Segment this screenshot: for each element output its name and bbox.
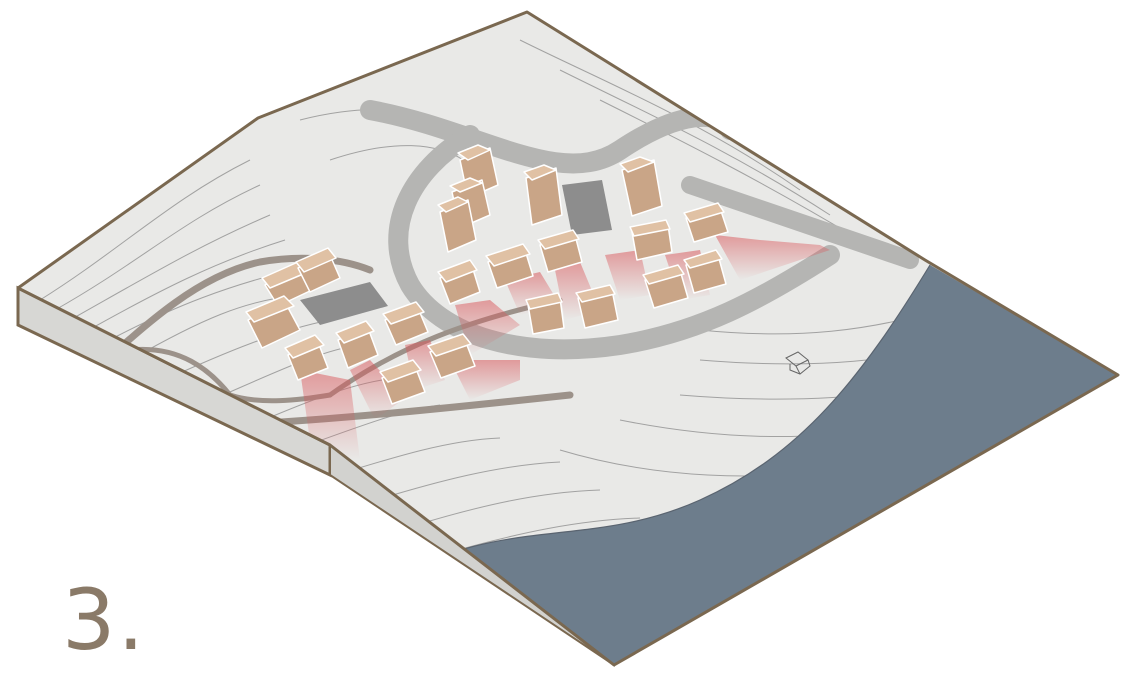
house-icon xyxy=(526,293,564,334)
step-number: 3. xyxy=(62,578,146,662)
house-icon xyxy=(630,220,672,260)
